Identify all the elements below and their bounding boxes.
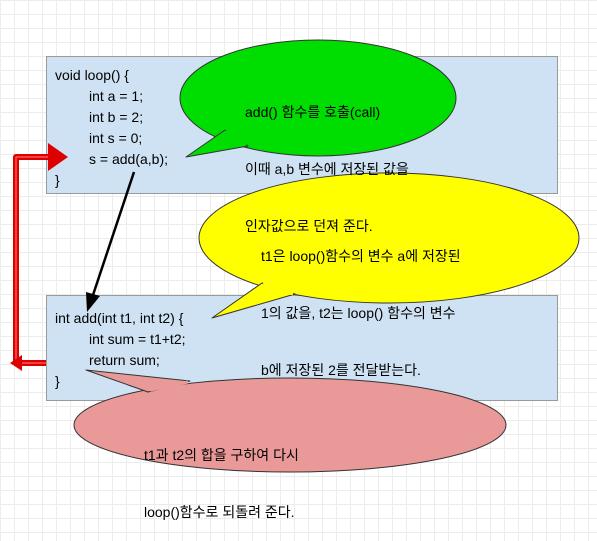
loop-code-line-2: int a = 1; [89,88,144,104]
diagram-shapes [10,39,580,473]
add-code-line-2: int sum = t1+t2; [89,331,186,347]
loop-code-line-1: void loop() { [55,67,129,83]
pink-callout-bubble [73,369,507,473]
add-code-line-1: int add(int t1, int t2) { [55,310,184,326]
call-arrow [86,171,136,312]
yellow-callout-line: 1의 값을, t2는 loop() 함수의 변수 [261,305,456,321]
return-arrow [10,143,68,371]
green-callout-line: 인자값으로 던져 준다. [245,218,373,234]
green-callout-line: add() 함수를 호출(call) [245,104,381,120]
loop-code-line-5: s = add(a,b); [89,151,168,167]
yellow-callout-bubble [198,172,580,319]
green-callout-bubble [179,39,457,158]
yellow-callout-line: b에 저장된 2를 전달받는다. [261,362,421,378]
green-callout-text: add() 함수를 호출(call) 이때 a,b 변수에 저장된 값을 인자값… [245,65,409,255]
add-code-line-3: return sum; [89,352,160,368]
add-code-line-4: } [55,373,60,389]
pink-callout-line: loop()함수로 되돌려 준다. [144,504,295,520]
loop-code-line-6: } [55,172,60,188]
loop-code-line-3: int b = 2; [89,109,144,125]
yellow-callout-text: t1은 loop()함수의 변수 a에 저장된 1의 값을, t2는 loop(… [261,209,461,399]
green-callout-line: 이때 a,b 변수에 저장된 값을 [245,161,409,177]
pink-callout-line: t1과 t2의 합을 구하여 다시 [144,447,299,463]
loop-code-line-4: int s = 0; [89,130,143,146]
yellow-callout-line: t1은 loop()함수의 변수 a에 저장된 [261,248,461,264]
